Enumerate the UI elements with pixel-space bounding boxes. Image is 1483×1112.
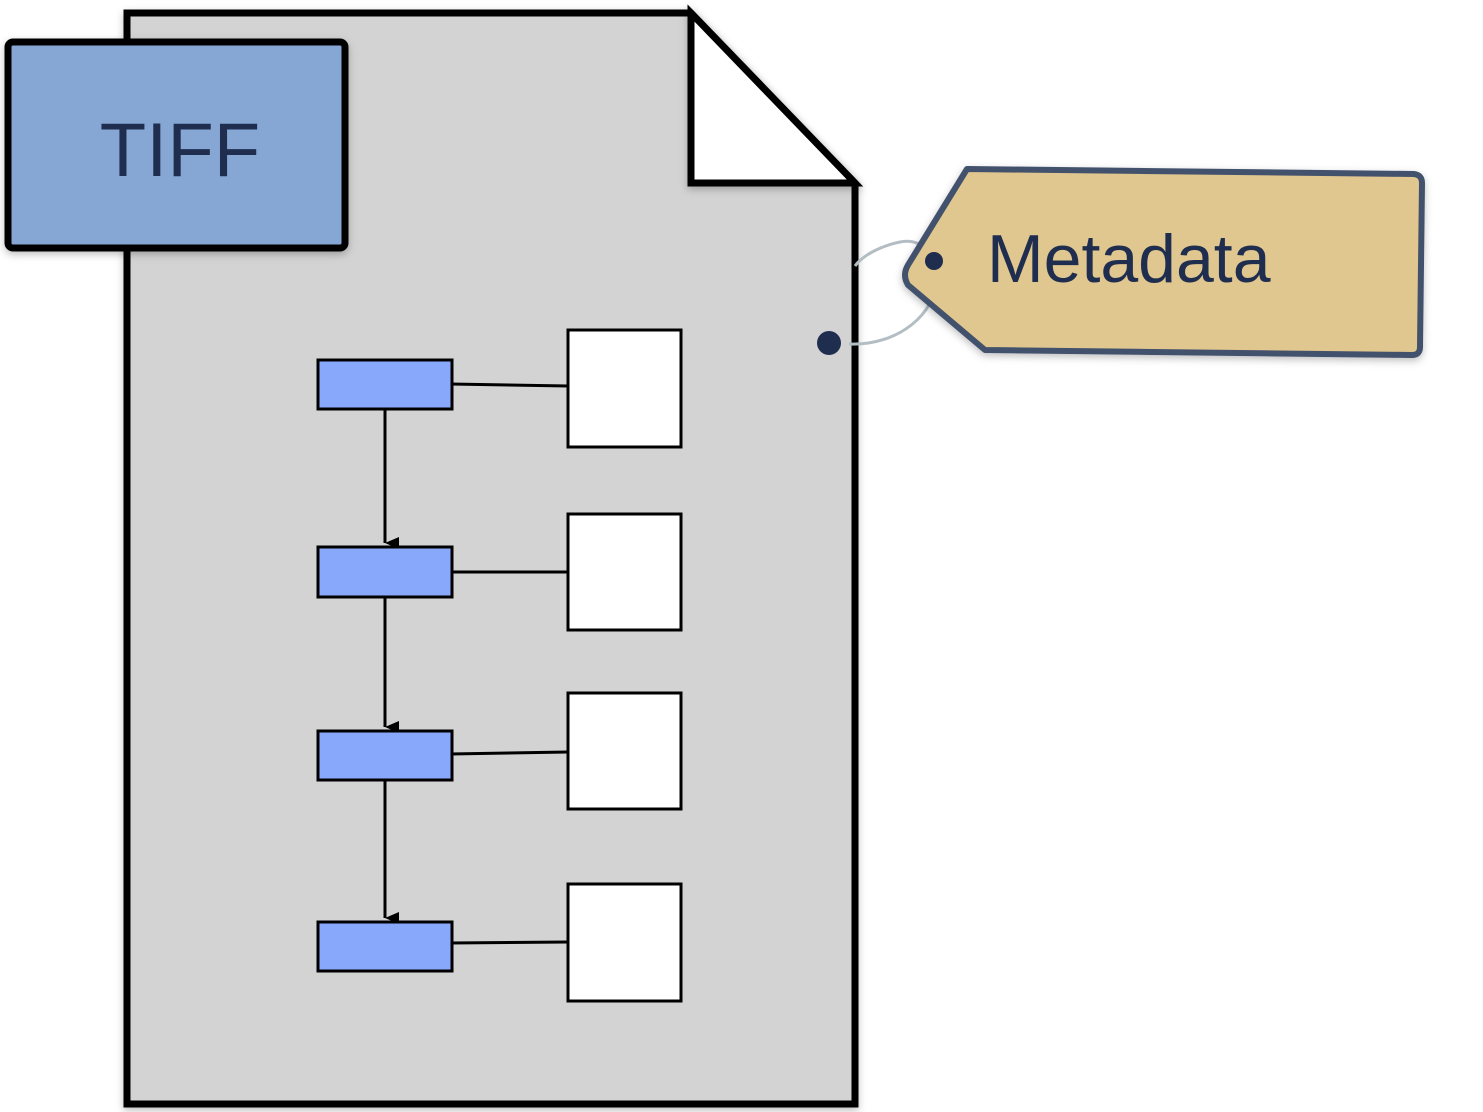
ifd-block-2 bbox=[316, 545, 454, 599]
ifd-chain bbox=[316, 328, 683, 1003]
metadata-label: Metadata bbox=[987, 221, 1271, 297]
metadata-tag-icon: Metadata bbox=[902, 166, 1425, 358]
ifd-block-4 bbox=[316, 920, 454, 973]
tag-hole bbox=[925, 252, 943, 270]
string-attachment-dot bbox=[817, 331, 841, 355]
tag-body bbox=[902, 166, 1425, 358]
dog-ear-corner-icon bbox=[687, 4, 864, 187]
ifd-link-4 bbox=[449, 940, 569, 945]
format-label-box: TIFF bbox=[4, 38, 349, 252]
image-block-1 bbox=[566, 328, 683, 449]
image-block-3 bbox=[566, 691, 683, 811]
document-page-icon bbox=[123, 4, 864, 1108]
ifd-link-1 bbox=[449, 382, 569, 388]
ifd-link-3 bbox=[449, 750, 569, 756]
ifd-block-3 bbox=[316, 729, 454, 782]
document-page-body bbox=[123, 9, 859, 1108]
image-block-2 bbox=[566, 512, 683, 632]
ifd-block-1 bbox=[316, 358, 454, 411]
image-block-4 bbox=[566, 882, 683, 1003]
format-label: TIFF bbox=[100, 108, 260, 193]
